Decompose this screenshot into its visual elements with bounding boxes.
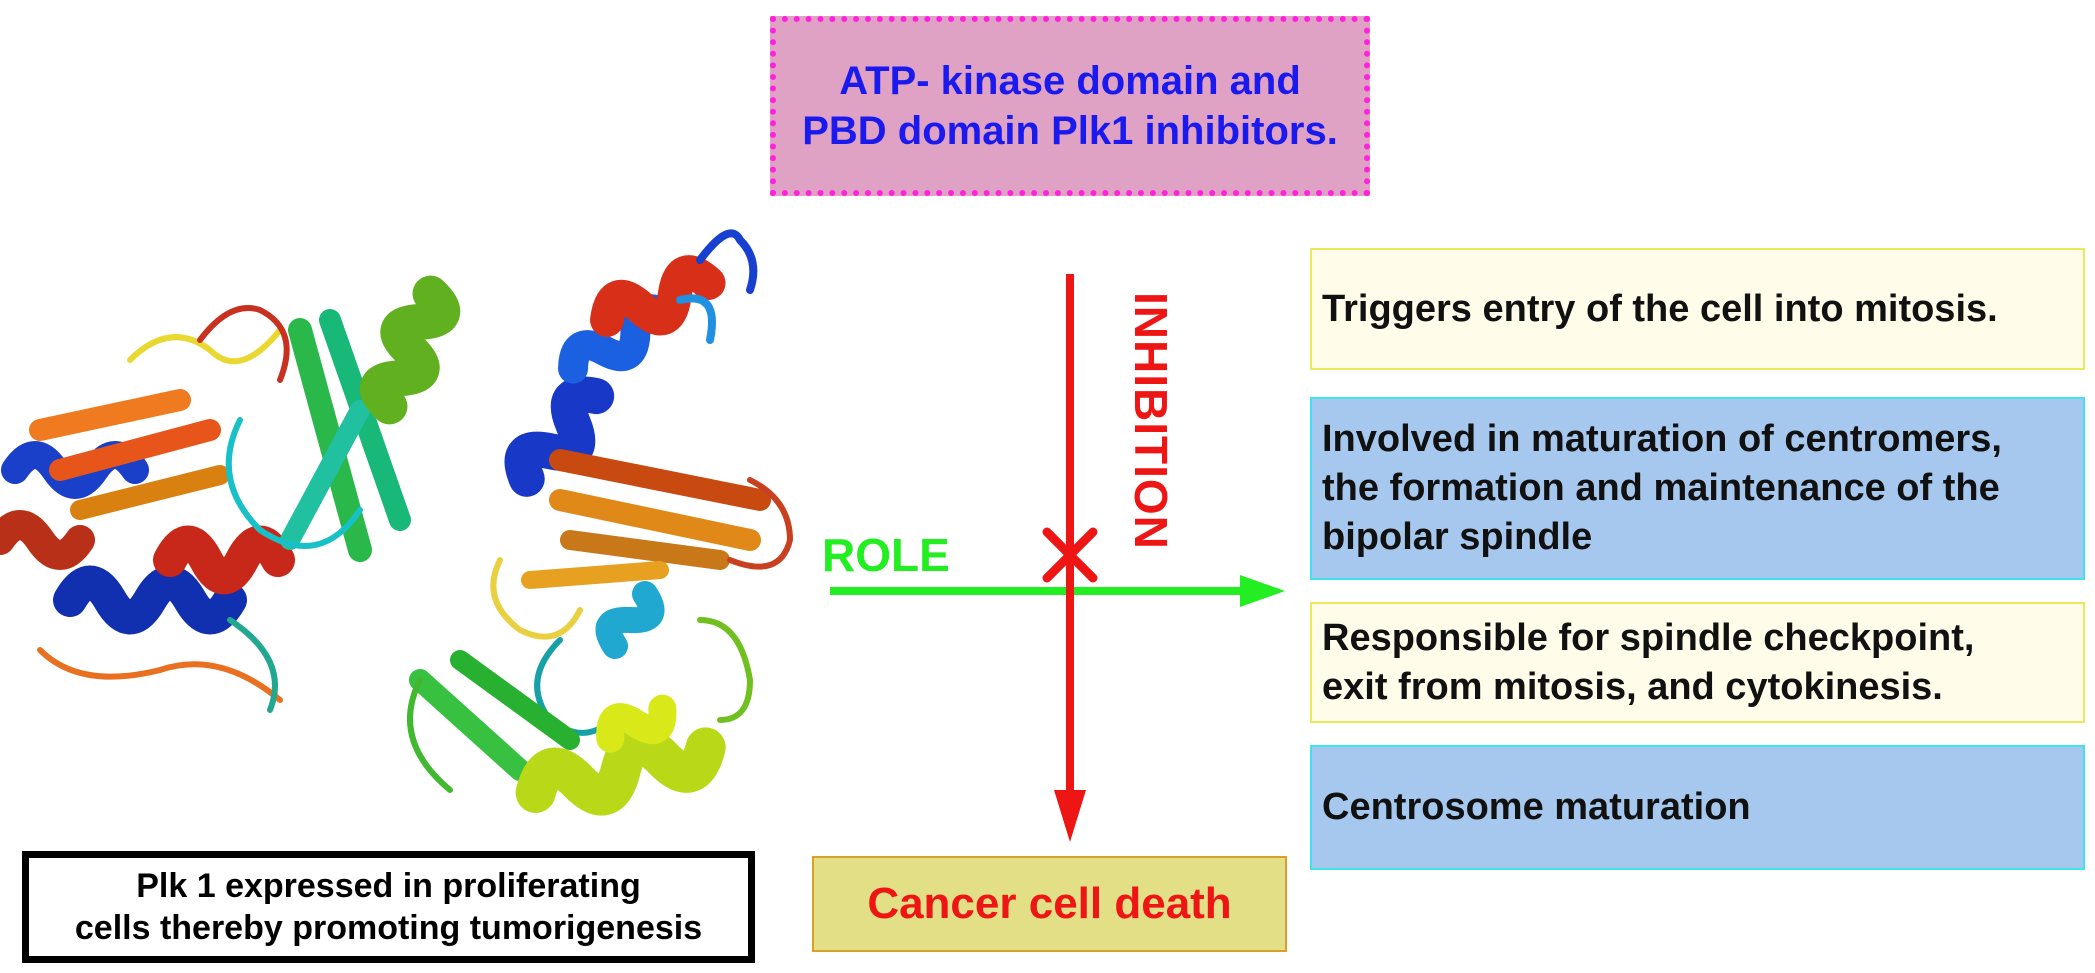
role-text: Centrosome maturation [1322,786,1751,828]
inhibition-label: INHIBITION [1125,292,1177,550]
protein-helix [515,724,726,816]
protein-loop [225,417,363,549]
protein-helix [596,694,677,753]
inhibition-arrowhead [1054,790,1086,842]
role-box-spindle-formation: Involved in maturation of centromers, th… [1310,397,2085,580]
protein-sheet [560,530,730,570]
plk-expression-box: Plk 1 expressed in proliferating cells t… [22,851,755,963]
protein-loop [490,557,583,640]
protein-loop [227,617,278,713]
protein-helix [153,525,295,595]
inhibitors-line-2: PBD domain Plk1 inhibitors. [802,109,1338,153]
protein-loop [37,647,283,703]
role-text: Responsible for spindle checkpoint, [1322,616,1975,659]
block-x-icon [1042,527,1098,583]
protein-sheet [70,465,230,520]
protein-sheet [521,561,669,589]
protein-loop [696,229,758,294]
protein-loop [197,305,290,383]
protein-sheet [288,318,372,562]
protein-loop [727,477,793,570]
protein-structure-illustration [0,229,793,816]
protein-helix [53,565,247,635]
protein-sheet [280,400,370,550]
inhibitors-box: ATP- kinase domain and PBD domain Plk1 i… [770,16,1370,196]
role-text: the formation and maintenance of the [1322,467,2000,509]
protein-helix [0,510,95,570]
role-text: Triggers entry of the cell into mitosis. [1322,287,1998,330]
role-box-spindle-checkpoint: Responsible for spindle checkpoint, exit… [1310,602,2085,723]
protein-loop [697,617,753,723]
role-box-mitosis-entry: Triggers entry of the cell into mitosis. [1310,248,2085,370]
protein-sheet [49,419,221,481]
outcome-box: Cancer cell death [812,856,1287,952]
protein-sheet [29,389,191,441]
plk-line-1: Plk 1 expressed in proliferating [136,867,641,905]
plk-line-2: cells thereby promoting tumorigenesis [74,909,703,947]
outcome-text: Cancer cell death [867,879,1232,928]
role-box-centrosome: Centrosome maturation [1310,745,2085,870]
protein-helix [359,275,461,425]
protein-sheet [549,449,771,511]
role-arrowhead [1240,575,1285,607]
protein-loop [676,294,716,344]
role-text: exit from mitosis, and cytokinesis. [1322,665,1943,708]
protein-helix [595,581,665,659]
protein-sheet [450,650,580,750]
role-text: Involved in maturation of centromers, [1322,418,2002,460]
protein-sheet [409,669,531,781]
protein-loop [407,677,453,793]
role-label: ROLE [822,529,950,581]
role-text: bipolar spindle [1322,516,1593,558]
protein-loop [127,327,283,365]
protein-helix [590,255,726,337]
protein-sheet [549,489,761,551]
inhibitors-line-1: ATP- kinase domain and [839,59,1301,103]
protein-helix [504,376,615,497]
